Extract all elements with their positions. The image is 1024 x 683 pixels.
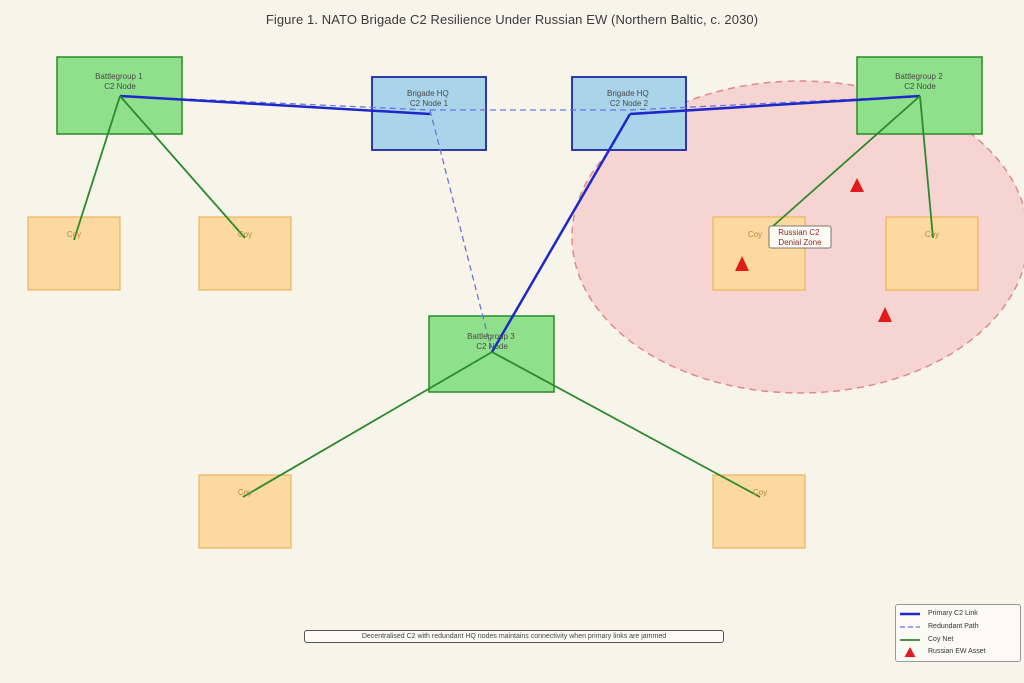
ew-asset-icon	[850, 178, 864, 192]
coy-net-bg2-coy3	[771, 95, 921, 228]
battlegroup-1-box	[56, 56, 183, 135]
legend: Primary C2 Link Redundant Path Coy Net R…	[895, 604, 1021, 662]
coy-box-6	[712, 474, 806, 549]
ew-asset-swatch-icon	[904, 647, 916, 657]
coy-label: Coy	[753, 488, 767, 497]
brigade-hq-2-label: Brigade HQ C2 Node 2	[607, 89, 651, 108]
legend-label-ew: Russian EW Asset	[928, 648, 986, 655]
legend-label-coy-net: Coy Net	[928, 636, 954, 643]
coy-label: Coy	[925, 230, 939, 239]
legend-item-primary: Primary C2 Link	[900, 608, 1018, 620]
battlegroup-2-label: Battlegroup 2 C2 Node	[895, 72, 945, 91]
redundant-path-swatch	[900, 626, 920, 628]
coy-net-bg3-coy5	[242, 351, 493, 498]
legend-item-ew: Russian EW Asset	[900, 646, 1018, 658]
coy-box-5	[198, 474, 292, 549]
coy-net-bg1-coy2	[119, 95, 246, 239]
redundant-path-hq1-bg3	[429, 109, 493, 353]
coy-box-2	[198, 216, 292, 291]
battlegroup-1-label: Battlegroup 1 C2 Node	[95, 72, 145, 91]
denial-zone-label-box	[768, 225, 832, 249]
legend-item-coy-net: Coy Net	[900, 634, 1018, 646]
battlegroup-3-box	[428, 315, 555, 393]
coy-net-bg3-coy6	[491, 351, 761, 498]
ew-asset-icon	[735, 256, 749, 271]
primary-link-hq2-bg3	[490, 113, 632, 353]
legend-label-primary: Primary C2 Link	[928, 610, 978, 617]
legend-label-redundant: Redundant Path	[928, 623, 979, 630]
legend-item-redundant: Redundant Path	[900, 621, 1018, 633]
denial-zone-label: Russian C2 Denial Zone	[778, 228, 822, 247]
coy-net-bg1-coy1	[73, 95, 121, 241]
coy-label: Coy	[238, 230, 252, 239]
figure-title: Figure 1. NATO Brigade C2 Resilience Und…	[265, 12, 759, 27]
battlegroup-3-label: Battlegroup 3 C2 Node	[467, 332, 517, 351]
coy-label: Coy	[67, 230, 81, 239]
primary-link-hq2-bg2	[629, 94, 921, 116]
ew-asset-icon	[878, 307, 892, 322]
coy-box-1	[27, 216, 121, 291]
primary-link-bg1-hq1	[119, 94, 431, 116]
figure-caption: Decentralised C2 with redundant HQ nodes…	[304, 630, 724, 643]
coy-net-bg2-coy4	[919, 95, 934, 239]
coy-label: Coy	[238, 488, 252, 497]
brigade-hq-1-label: Brigade HQ C2 Node 1	[407, 89, 451, 108]
coy-label: Coy	[748, 230, 762, 239]
primary-link-swatch	[900, 612, 920, 616]
coy-net-swatch	[900, 639, 920, 641]
